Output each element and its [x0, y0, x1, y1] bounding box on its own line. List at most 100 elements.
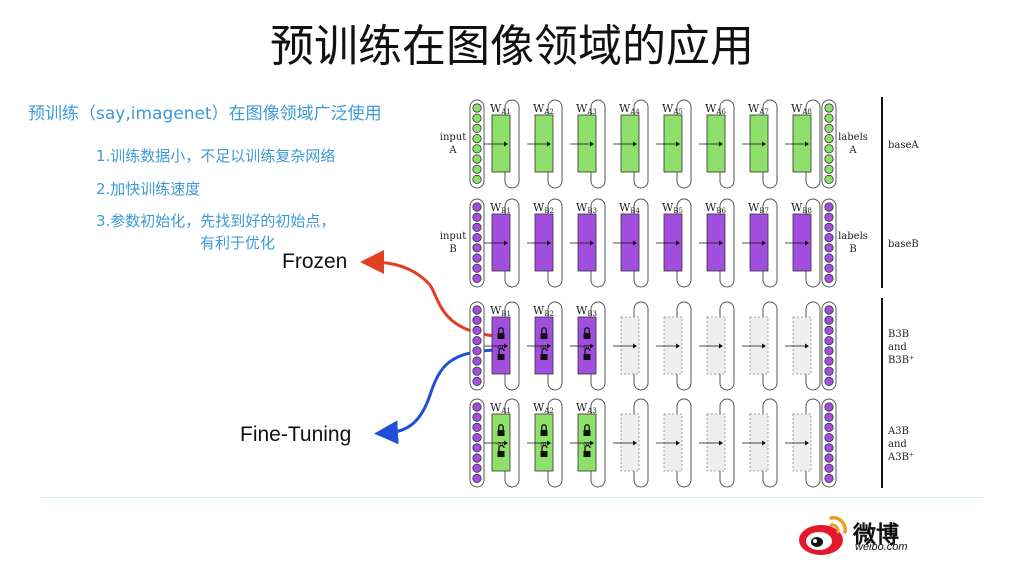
row-A3B-arrowhead [805, 440, 809, 446]
row-baseB-weight-block [534, 213, 554, 272]
row-A3B-or-label: or [497, 440, 505, 448]
unlock-icon [584, 444, 591, 451]
row-baseB-input-column-unit [472, 222, 482, 232]
row-B3B-input-column-unit [472, 335, 482, 346]
slide-subtitle: 预训练（say,imagenet）在图像领域广泛使用 [28, 104, 382, 124]
row-baseB-input-label: B [449, 244, 456, 255]
row-baseB-input-column-unit [472, 263, 482, 273]
row-baseA-input-column-unit [472, 123, 482, 133]
row-A3B-input-column-unit [472, 453, 482, 463]
row-B3B-input-column-unit [472, 325, 482, 335]
row-baseA-arrowhead [504, 141, 508, 147]
row-baseB-output-column-unit [824, 222, 834, 232]
row-baseA-output-column-unit [824, 144, 834, 154]
unlock-icon [541, 347, 548, 354]
row-baseB-output-column-unit [824, 212, 834, 222]
unlock-icon [584, 347, 591, 354]
row-A3B-arrowhead [504, 440, 508, 446]
frozen-arrow [360, 250, 496, 338]
lock-icon [498, 424, 504, 430]
row-baseA-weight-block [792, 114, 812, 173]
row-B3B-right-label: and [888, 342, 907, 353]
row-baseA-output-column-unit [824, 103, 834, 113]
row-baseA-input-column-unit [472, 164, 482, 174]
row-A3B-right-label: A3B⁺ [887, 452, 914, 463]
unlock-icon [540, 354, 548, 360]
row-baseA-input-label: A [448, 145, 457, 156]
row-A3B-output-column-unit [824, 453, 834, 463]
row-baseA-weight-block [534, 114, 554, 173]
row-B3B-output-column-unit [824, 325, 834, 335]
row-B3B-arrowhead [590, 343, 594, 349]
bullet-2: 2.加快训练速度 [96, 180, 201, 198]
row-baseB-input-column-unit [472, 253, 482, 263]
row-A3B-input-column-unit [472, 412, 482, 422]
row-B3B-input-column [469, 301, 485, 391]
row-A3B-or-label: or [540, 440, 548, 448]
row-B3B-output-column [821, 301, 837, 391]
row-baseA-output-column-unit [824, 123, 834, 133]
row-baseA-arrowhead [633, 141, 637, 147]
row-baseA-input-column-unit [472, 103, 482, 113]
row-B3B-output-column-unit [824, 335, 834, 346]
row-baseA-input-column-unit [472, 113, 482, 123]
row-baseB-weight-block [792, 213, 812, 272]
row-baseB-input-column-unit [472, 243, 482, 253]
row-A3B-weight-block-checker [792, 413, 812, 472]
row-baseA-weight-block [663, 114, 683, 173]
unlock-icon [498, 347, 505, 354]
row-A3B-arrowhead [676, 440, 680, 446]
row-baseB-weight-block [749, 213, 769, 272]
row-A3B-output-column-unit [824, 402, 834, 412]
row-baseB-weight-block [491, 213, 511, 272]
row-baseB-output-column-unit [824, 273, 834, 283]
lock-icon [498, 327, 504, 333]
row-baseA-output-column-unit [824, 164, 834, 174]
row-B3B-arrowhead [719, 343, 723, 349]
row-B3B-output-column-unit [824, 305, 834, 315]
row-A3B-input-column-unit [472, 432, 482, 443]
row-baseA-output-label: labels [838, 132, 868, 143]
row-baseB-weight-block [620, 213, 640, 272]
row-B3B-input-column-unit [472, 315, 482, 325]
row-B3B-output-column-unit [824, 315, 834, 325]
row-baseB-output-label: B [849, 244, 856, 255]
bullet-3: 3.参数初始化，先找到好的初始点， [96, 212, 336, 230]
row-baseA-output-column-unit [824, 154, 834, 164]
row-baseB-arrowhead [805, 240, 809, 246]
unlock-icon [497, 354, 505, 360]
row-baseB-output-column-unit [824, 263, 834, 273]
row-baseB-input-label: input [440, 231, 467, 242]
row-baseA-right-label: baseA [888, 140, 919, 151]
row-B3B-weight-block-checker [706, 316, 726, 375]
row-baseA-weight-block [706, 114, 726, 173]
row-A3B-output-column-unit [824, 463, 834, 473]
row-baseA-output-column [821, 99, 837, 189]
row-A3B-output-column-unit [824, 473, 834, 483]
row-baseB-weight-block [706, 213, 726, 272]
row-A3B-input-column-unit [472, 402, 482, 412]
row-A3B-arrowhead [719, 440, 723, 446]
row-baseB-output-column-unit [824, 233, 834, 243]
row-baseB-arrowhead [547, 240, 551, 246]
row-baseB-output-column [821, 198, 837, 288]
row-baseB-input-column-unit [472, 202, 482, 212]
row-A3B-arrowhead [590, 440, 594, 446]
row-B3B-or-label: or [540, 343, 548, 351]
row-A3B-right-label: and [888, 439, 907, 450]
row-A3B-arrowhead [762, 440, 766, 446]
row-A3B-weight-block [577, 413, 597, 472]
row-A3B-input-column-unit [472, 422, 482, 432]
row-baseA-input-column-unit [472, 154, 482, 164]
row-B3B-arrowhead [504, 343, 508, 349]
row-B3B-right-label: B3B⁺ [888, 355, 914, 366]
row-baseA-arrowhead [719, 141, 723, 147]
row-baseB-output-column-unit [824, 202, 834, 212]
bullet-1: 1.训练数据小，不足以训练复杂网络 [96, 147, 336, 165]
finetuning-label: Fine-Tuning [240, 423, 352, 446]
row-B3B-input-column-unit [472, 346, 482, 356]
bullet-3-continued: 有利于优化 [200, 234, 276, 252]
row-A3B-output-column-unit [824, 412, 834, 422]
row-B3B-input-column-unit [472, 376, 482, 386]
finetuning-arrow [374, 348, 496, 445]
